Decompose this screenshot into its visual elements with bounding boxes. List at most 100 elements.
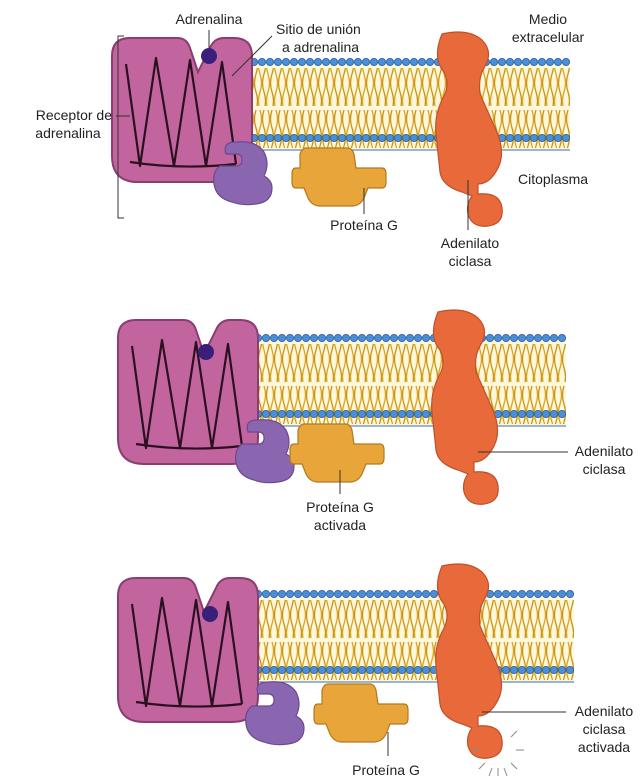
phospholipid-head bbox=[414, 590, 421, 597]
phospholipid-head bbox=[406, 410, 413, 417]
phospholipid-head bbox=[258, 134, 265, 141]
phospholipid-head bbox=[370, 58, 377, 65]
phospholipid-head bbox=[318, 410, 325, 417]
phospholipid-head bbox=[486, 334, 493, 341]
phospholipid-head bbox=[270, 410, 277, 417]
membrane-2 bbox=[246, 334, 566, 426]
phospholipid-head bbox=[342, 334, 349, 341]
phospholipid-head bbox=[270, 334, 277, 341]
phospholipid-head bbox=[274, 58, 281, 65]
panel-1: Adrenalina Sitio de unión a adrenalina M… bbox=[35, 11, 588, 269]
phospholipid-head bbox=[274, 134, 281, 141]
label-adenilato-3a: Adenilato bbox=[575, 703, 634, 719]
phospholipid-head bbox=[314, 58, 321, 65]
phospholipid-head bbox=[362, 58, 369, 65]
phospholipid-head bbox=[358, 590, 365, 597]
phospholipid-head bbox=[334, 666, 341, 673]
phospholipid-head bbox=[526, 334, 533, 341]
phospholipid-head bbox=[358, 666, 365, 673]
phospholipid-head bbox=[382, 410, 389, 417]
phospholipid-head bbox=[310, 590, 317, 597]
phospholipid-head bbox=[558, 334, 565, 341]
phospholipid-head bbox=[342, 410, 349, 417]
phospholipid-head bbox=[406, 334, 413, 341]
phospholipid-head bbox=[530, 58, 537, 65]
phospholipid-head bbox=[286, 590, 293, 597]
phospholipid-head bbox=[286, 410, 293, 417]
phospholipid-head bbox=[414, 410, 421, 417]
phospholipid-head bbox=[358, 410, 365, 417]
phospholipid-head bbox=[418, 58, 425, 65]
phospholipid-head bbox=[398, 590, 405, 597]
phospholipid-head bbox=[410, 58, 417, 65]
phospholipid-head bbox=[270, 590, 277, 597]
phospholipid-head bbox=[302, 410, 309, 417]
phospholipid-head bbox=[534, 666, 541, 673]
phospholipid-head bbox=[378, 58, 385, 65]
phospholipid-head bbox=[374, 410, 381, 417]
label-adenilato-1b: ciclasa bbox=[449, 253, 492, 269]
phospholipid-head bbox=[286, 334, 293, 341]
phospholipid-head bbox=[510, 334, 517, 341]
label-receptor-2: adrenalina bbox=[35, 125, 101, 141]
phospholipid-head bbox=[522, 58, 529, 65]
phospholipid-head bbox=[350, 410, 357, 417]
g-protein-1 bbox=[292, 148, 386, 206]
phospholipid-head bbox=[278, 666, 285, 673]
phospholipid-head bbox=[366, 410, 373, 417]
phospholipid-head bbox=[518, 334, 525, 341]
phospholipid-head bbox=[550, 334, 557, 341]
phospholipid-head bbox=[318, 334, 325, 341]
phospholipid-head bbox=[546, 134, 553, 141]
membrane-1 bbox=[250, 58, 570, 150]
phospholipid-head bbox=[294, 334, 301, 341]
phospholipid-head bbox=[550, 410, 557, 417]
phospholipid-head bbox=[502, 334, 509, 341]
phospholipid-head bbox=[262, 590, 269, 597]
phospholipid-head bbox=[310, 666, 317, 673]
phospholipid-head bbox=[406, 590, 413, 597]
phospholipid-head bbox=[266, 58, 273, 65]
phospholipid-head bbox=[526, 590, 533, 597]
panel-2: Proteína G activada Adenilato ciclasa bbox=[118, 310, 633, 533]
phospholipid-head bbox=[262, 410, 269, 417]
phospholipid-head bbox=[402, 134, 409, 141]
phospholipid-head bbox=[262, 666, 269, 673]
phospholipid-head bbox=[398, 666, 405, 673]
phospholipid-head bbox=[566, 666, 573, 673]
phospholipid-head bbox=[294, 410, 301, 417]
phospholipid-head bbox=[506, 58, 513, 65]
phospholipid-head bbox=[526, 410, 533, 417]
phospholipid-head bbox=[370, 134, 377, 141]
phospholipid-head bbox=[494, 334, 501, 341]
phospholipid-head bbox=[334, 334, 341, 341]
phospholipid-head bbox=[530, 134, 537, 141]
phospholipid-head bbox=[542, 334, 549, 341]
phospholipid-head bbox=[390, 334, 397, 341]
label-adenilato-3b: ciclasa bbox=[583, 721, 626, 737]
phospholipid-head bbox=[414, 666, 421, 673]
phospholipid-head bbox=[506, 134, 513, 141]
phospholipid-head bbox=[534, 410, 541, 417]
phospholipid-head bbox=[366, 590, 373, 597]
phospholipid-head bbox=[298, 134, 305, 141]
phospholipid-head bbox=[390, 410, 397, 417]
phospholipid-head bbox=[306, 58, 313, 65]
phospholipid-head bbox=[510, 410, 517, 417]
label-receptor-1: Receptor de bbox=[36, 107, 112, 123]
label-adenilato-1a: Adenilato bbox=[441, 235, 500, 251]
phospholipid-head bbox=[554, 134, 561, 141]
phospholipid-head bbox=[302, 666, 309, 673]
phospholipid-head bbox=[558, 410, 565, 417]
phospholipid-head bbox=[498, 58, 505, 65]
phospholipid-head bbox=[350, 666, 357, 673]
label-proteina-g-activada-2: activada bbox=[314, 517, 366, 533]
phospholipid-head bbox=[334, 590, 341, 597]
phospholipid-head bbox=[290, 58, 297, 65]
phospholipid-head bbox=[490, 58, 497, 65]
phospholipid-head bbox=[266, 134, 273, 141]
phospholipid-head bbox=[362, 134, 369, 141]
g-protein-3 bbox=[314, 684, 408, 742]
phospholipid-head bbox=[270, 666, 277, 673]
